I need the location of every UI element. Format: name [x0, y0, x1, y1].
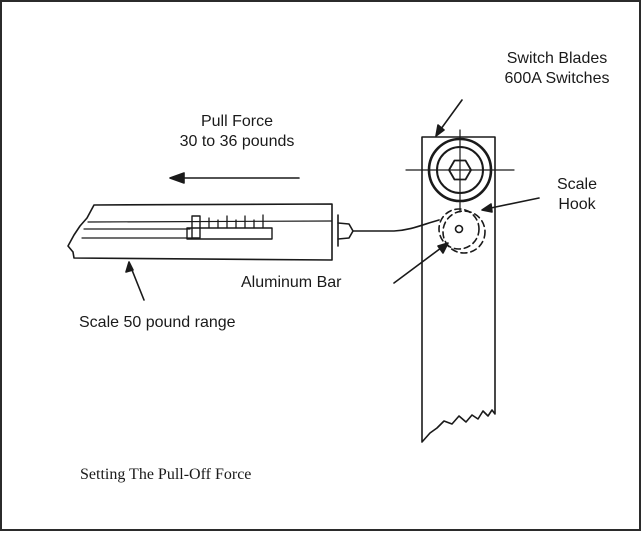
- aluminum-bar-leader-head: [437, 242, 449, 254]
- scale-indicator-bar: [186, 227, 273, 240]
- scale-hook-label-line2: Hook: [558, 196, 596, 213]
- scale-hook-wire: [352, 219, 440, 232]
- scale-graduation-ticks: [208, 214, 264, 229]
- scale-hook-label: Scale Hook: [542, 175, 612, 215]
- scale-hook-label-line1: Scale: [556, 176, 598, 193]
- pull-force-arrow-head: [169, 172, 185, 184]
- scale-inner-line-top: [87, 220, 333, 223]
- aluminum-bar-leader: [393, 244, 446, 284]
- pull-force-label: Pull Force 30 to 36 pounds: [152, 112, 322, 152]
- scale-hook-leader-head: [481, 203, 493, 213]
- pull-force-label-line1: Pull Force: [200, 113, 274, 130]
- switch-blades-label: Switch Blades 600A Switches: [482, 49, 632, 89]
- spring-scale-body: [67, 203, 333, 261]
- switch-blades-label-line1: Switch Blades: [506, 50, 608, 67]
- switch-blades-label-line2: 600A Switches: [504, 70, 610, 87]
- scale-hook-dashed-ring-offset: [442, 210, 486, 254]
- scale-range-leader-head: [125, 261, 134, 273]
- scale-hook-dashed-ring: [438, 208, 480, 250]
- figure-caption: Setting The Pull-Off Force: [80, 466, 252, 483]
- aluminum-bar-label: Aluminum Bar: [241, 274, 342, 291]
- aluminum-bar: [421, 136, 496, 443]
- scale-hook-leader: [485, 197, 540, 210]
- scale-range-label: Scale 50 pound range: [79, 314, 236, 331]
- switch-blades-leader-head: [435, 124, 445, 137]
- pull-force-label-line2: 30 to 36 pounds: [179, 133, 295, 150]
- scale-hook-hole: [454, 224, 464, 234]
- scale-pointer-block: [191, 215, 201, 239]
- scale-nozzle: [337, 222, 354, 240]
